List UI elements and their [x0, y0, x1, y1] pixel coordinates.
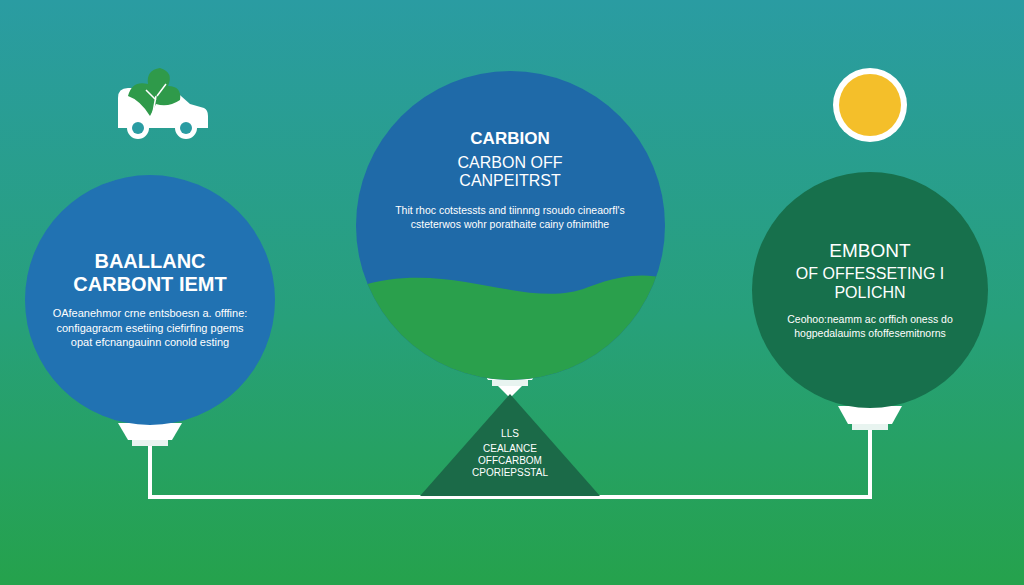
triangle-fill: [420, 394, 600, 496]
green-wave: [356, 275, 665, 379]
circle-fill: [752, 172, 988, 408]
balance-circle: BAALLANC CARBONT IEMT OAfeanehmor crne en…: [25, 175, 275, 425]
heading-text: CEALANCE OFFCARBOM CPORIEPSSTAL: [460, 443, 560, 479]
circle-fill: [25, 175, 275, 425]
heading-text: CARBION: [470, 129, 549, 149]
node-content: BAALLANC CARBONT IEMT OAfeanehmor crne en…: [25, 175, 275, 425]
node-content: CARBION CARBON OFF CANPEITRST Thit rhoc co…: [356, 71, 665, 380]
offsetting-policy-circle: EMBONTOF OFFESSETING I POLICHN Ceohoo:nea…: [752, 172, 988, 408]
carbon-offset-circle: CARBION CARBON OFF CANPEITRST Thit rhoc co…: [356, 71, 665, 380]
heading-text: LLS: [501, 428, 519, 440]
sun-icon: [833, 68, 907, 142]
body-text: Ceohoo:neamm ac orffich oness do hogpeda…: [775, 312, 965, 340]
heading-text: OF OFFESSETING I POLICHN: [786, 264, 954, 302]
heading-text: EMBONT: [829, 240, 910, 262]
circle-fill: [356, 71, 665, 380]
heading-text: CARBON OFF CANPEITRST: [410, 154, 610, 191]
node-content: EMBONTOF OFFESSETING I POLICHN Ceohoo:nea…: [752, 172, 988, 408]
heading-text: BAALLANC CARBONT IEMT: [65, 250, 235, 296]
node-outline: [25, 175, 275, 425]
body-text: Thit rhoc cotstessts and tiinnng rsoudo …: [395, 203, 625, 231]
balance-triangle: LLS CEALANCE OFFCARBOM CPORIEPSSTAL: [420, 394, 600, 496]
left-stand: [118, 423, 182, 446]
node-content: LLS CEALANCE OFFCARBOM CPORIEPSSTAL: [420, 394, 600, 496]
car-leaf-icon: [118, 68, 208, 139]
body-text: OAfeanehmor crne entsboesn a. offfine: c…: [50, 306, 250, 351]
right-stand: [838, 406, 902, 430]
